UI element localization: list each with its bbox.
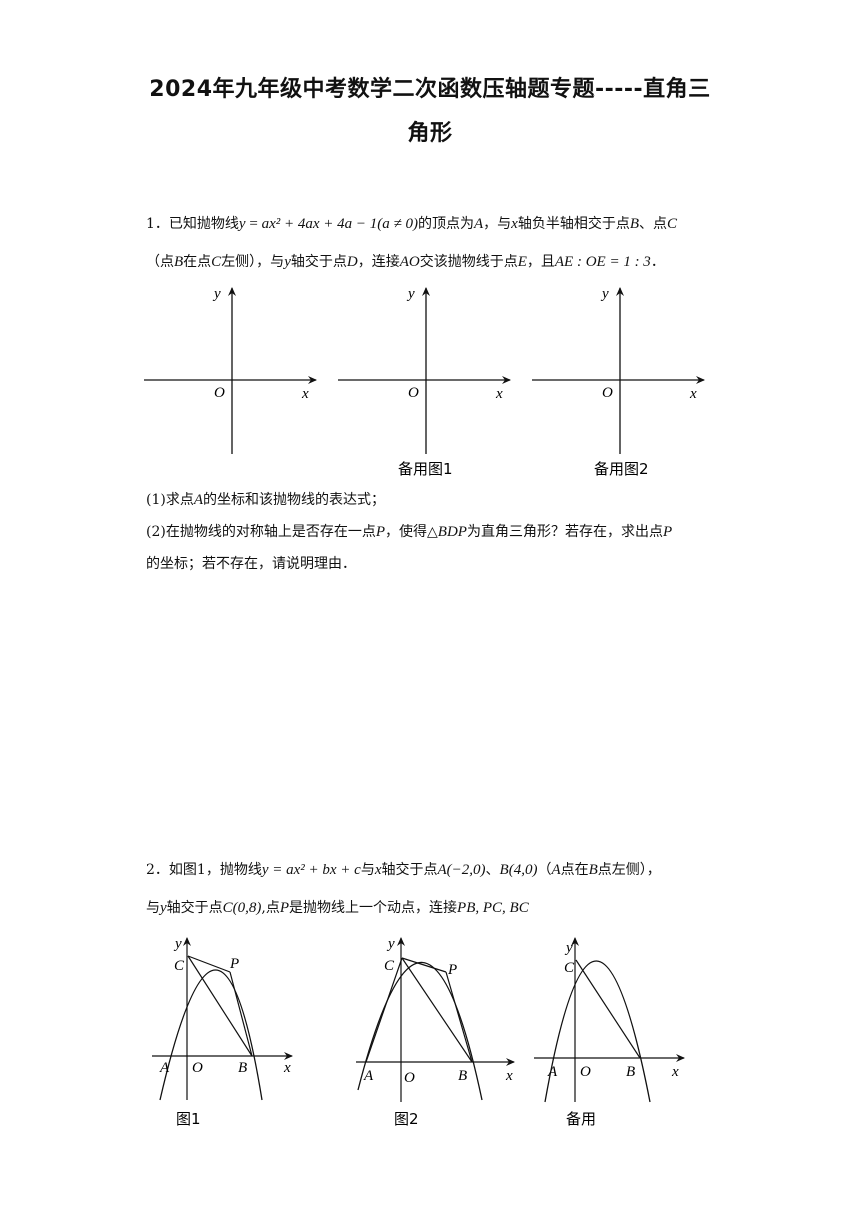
origin-label: O — [580, 1064, 591, 1080]
figure-caption-spare-2: 备用图2 — [594, 460, 649, 478]
q2-figures: y C P A O B x 图1 y C P A O B x 图2 y C A … — [152, 936, 685, 1128]
q1-sub-2-line-2: 的坐标；若不存在，请说明理由． — [146, 556, 356, 572]
origin-label: O — [408, 385, 419, 401]
point-p-label: P — [229, 956, 239, 972]
q1-line-2: （点B在点C左侧），与y轴交于点D，连接AO交该抛物线于点E，且AE : OE … — [146, 254, 665, 270]
origin-label: O — [404, 1070, 415, 1086]
figure-caption-1: 图1 — [176, 1110, 201, 1128]
segment-bc — [401, 957, 473, 1063]
segment-ac — [365, 957, 403, 1063]
origin-label: O — [602, 385, 613, 401]
title-line-2: 角形 — [407, 121, 453, 146]
axes-figure-main: y x O — [144, 286, 317, 454]
q2-line-1: 2．如图1，抛物线y = ax² + bx + c与x轴交于点A(−2,0)、B… — [146, 862, 661, 878]
origin-label: O — [214, 385, 225, 401]
x-axis-label: x — [671, 1064, 679, 1080]
axes-figure-spare-1: y x O 备用图1 — [338, 286, 511, 478]
point-c-label: C — [174, 958, 185, 974]
figure-1: y C P A O B x 图1 — [152, 936, 293, 1128]
point-a-label: A — [363, 1068, 374, 1084]
parabola-curve — [357, 961, 483, 1101]
x-axis-label: x — [495, 386, 503, 402]
y-axis-label: y — [386, 936, 395, 952]
title-line-1: 2024年九年级中考数学二次函数压轴题专题-----直角三 — [149, 77, 711, 102]
parabola-curve — [544, 960, 651, 1103]
q1-figures: y x O y x O 备用图1 y x O 备用图2 — [144, 286, 705, 478]
point-c-label: C — [384, 958, 395, 974]
y-axis-label: y — [212, 286, 221, 302]
y-axis-label: y — [564, 940, 573, 956]
axes-figure-spare-2: y x O 备用图2 — [532, 286, 705, 478]
point-a-label: A — [159, 1060, 170, 1076]
y-axis-label: y — [406, 286, 415, 302]
figure-spare: y C A O B x 备用 — [534, 937, 685, 1128]
figure-caption-spare-1: 备用图1 — [398, 460, 453, 478]
figure-2: y C P A O B x 图2 — [356, 936, 515, 1128]
x-axis-label: x — [283, 1060, 291, 1076]
segment-pc — [401, 957, 447, 973]
q1-sub-1: (1)求点A的坐标和该抛物线的表达式； — [146, 492, 386, 508]
q2-line-2: 与y轴交于点C(0,8),点P是抛物线上一个动点，连接PB, PC, BC — [146, 900, 529, 916]
parabola-curve — [159, 969, 263, 1101]
x-axis-label: x — [301, 386, 309, 402]
point-b-label: B — [238, 1060, 247, 1076]
segment-bc — [187, 955, 253, 1057]
y-axis-label: y — [600, 286, 609, 302]
x-axis-label: x — [505, 1068, 513, 1084]
q1-line-1: 1．已知抛物线y = ax² + 4ax + 4a − 1(a ≠ 0)的顶点为… — [146, 216, 678, 232]
segment-pb — [445, 971, 473, 1063]
point-c-label: C — [564, 960, 575, 976]
segment-bc — [575, 959, 641, 1059]
point-b-label: B — [458, 1068, 467, 1084]
y-axis-label: y — [173, 936, 182, 952]
figure-caption-2: 图2 — [394, 1110, 419, 1128]
figure-caption-spare: 备用 — [566, 1110, 596, 1128]
segment-pb — [229, 971, 253, 1057]
segment-pc — [187, 955, 231, 973]
point-b-label: B — [626, 1064, 635, 1080]
x-axis-label: x — [689, 386, 697, 402]
page-title: 2024年九年级中考数学二次函数压轴题专题-----直角三 角形 — [120, 68, 740, 156]
q1-sub-2: (2)在抛物线的对称轴上是否存在一点P，使得△BDP为直角三角形？若存在，求出点… — [146, 524, 673, 540]
origin-label: O — [192, 1060, 203, 1076]
point-a-label: A — [547, 1064, 558, 1080]
point-p-label: P — [447, 962, 457, 978]
